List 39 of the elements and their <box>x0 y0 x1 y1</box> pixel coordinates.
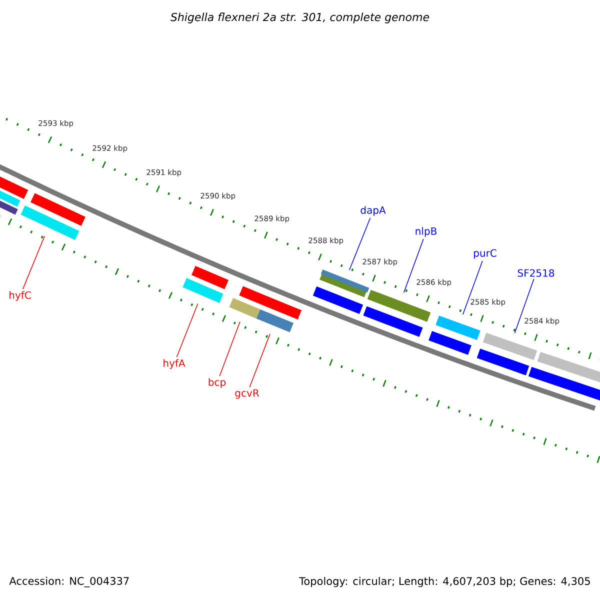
gene-label: hyfA <box>164 359 186 369</box>
gene-feature <box>320 270 370 292</box>
gene-feature <box>256 309 294 332</box>
gene-feature <box>476 348 530 376</box>
leader-line <box>348 218 371 271</box>
leader-line <box>514 278 534 334</box>
gene-feature <box>239 286 269 306</box>
title: Shigella flexneri 2a str. 301, complete genome <box>170 12 430 24</box>
leader-line <box>249 334 270 388</box>
gene-feature <box>229 298 261 319</box>
gene-label: purC <box>474 249 496 259</box>
gene-feature <box>436 316 480 340</box>
gene-feature <box>363 306 423 337</box>
gene-label: gcvR <box>235 389 260 399</box>
gene-feature <box>264 296 302 320</box>
gene-feature <box>320 274 366 298</box>
leader-line <box>403 238 424 293</box>
gene-feature <box>192 266 229 290</box>
gene-label: nlpB <box>416 227 436 237</box>
gene-feature <box>0 190 20 207</box>
gene-feature <box>428 330 472 355</box>
leader-line <box>176 303 198 358</box>
gene-label: hyfC <box>10 291 31 301</box>
genome-info-text: Topology: circular; Length: 4,607,203 bp; Genes: 4,305 <box>299 576 590 588</box>
gene-feature <box>482 332 538 360</box>
gene-feature <box>367 290 431 322</box>
gene-feature <box>537 352 600 384</box>
gene-label: SF2518 <box>518 269 554 277</box>
gene-label: bcp <box>208 378 226 388</box>
gene-feature <box>20 206 80 240</box>
leader-line <box>462 260 483 315</box>
leader-line <box>219 321 240 376</box>
gene-label: dapA <box>360 206 386 216</box>
gene-feature <box>312 286 364 314</box>
gene-feature <box>182 278 224 304</box>
accession-text: Accession: NC_004337 <box>9 576 129 588</box>
gene-feature <box>528 366 600 401</box>
leader-line <box>22 236 46 290</box>
gene-feature <box>30 193 86 226</box>
